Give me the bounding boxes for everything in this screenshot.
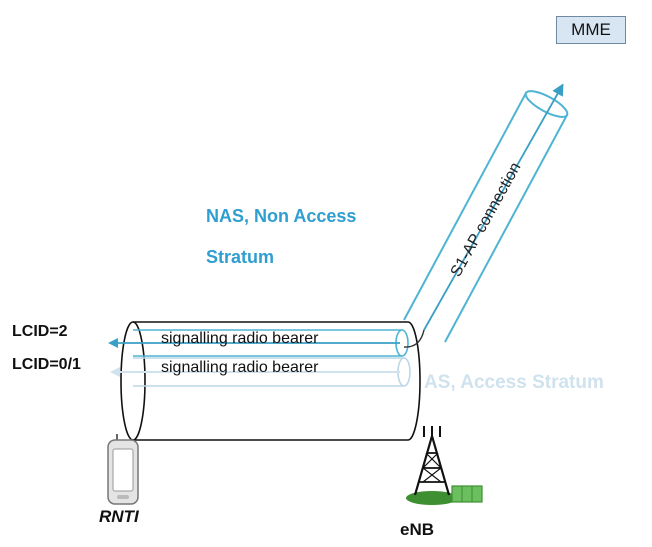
ue-rnti-label: RNTI xyxy=(99,507,139,526)
base-station-icon xyxy=(406,426,483,505)
access-stratum-label: AS, Access Stratum xyxy=(424,372,604,393)
s1ap-tube xyxy=(403,83,569,343)
phone-icon xyxy=(107,434,139,505)
lcid-upper-label: LCID=2 xyxy=(12,323,68,340)
enb-label: eNB xyxy=(400,520,435,539)
s1ap-arrow xyxy=(423,83,564,331)
lower-bearer-pipe xyxy=(110,357,411,387)
radio-bearer-cylinder xyxy=(120,321,421,441)
nas-label-line1: NAS, Non Access xyxy=(206,206,357,226)
upper-bearer-pipe xyxy=(108,329,425,357)
lcid-lower-label: LCID=0/1 xyxy=(12,356,81,373)
mme-label: MME xyxy=(571,20,611,39)
nas-label-line2: Stratum xyxy=(206,247,275,267)
mme-box: MME xyxy=(556,16,626,44)
signalling-bearer-label-lower: signalling radio bearer xyxy=(161,359,319,376)
signalling-bearer-label-upper: signalling radio bearer xyxy=(161,330,319,347)
